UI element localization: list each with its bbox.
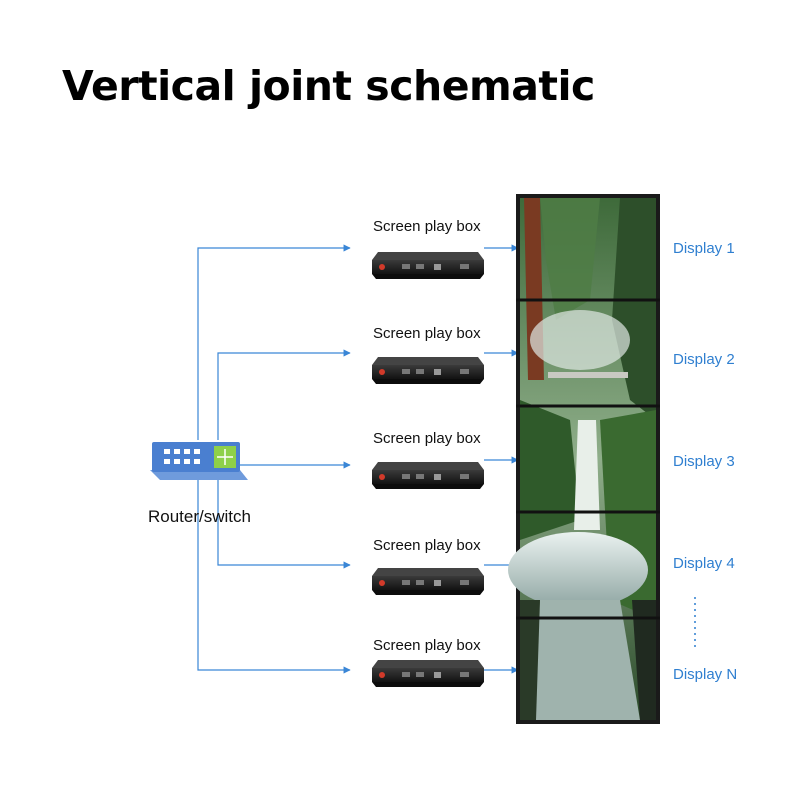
display-label-4: Display 4 (673, 555, 735, 572)
play-box-label-3: Screen play box (373, 430, 481, 447)
link-line-2 (217, 349, 351, 440)
play-box-label-2: Screen play box (373, 325, 481, 342)
play-box-label-5: Screen play box (373, 637, 481, 654)
play-box-device-5 (372, 660, 484, 687)
display-wall (508, 194, 660, 724)
display-label-2: Display 2 (673, 351, 735, 368)
display-label-3: Display 3 (673, 453, 735, 470)
play-box-device-2 (372, 357, 484, 384)
play-box-device-3 (372, 462, 484, 489)
link-line-4 (217, 478, 351, 569)
router-connection-lines (197, 244, 351, 674)
display-label-1: Display 1 (673, 240, 735, 257)
display-connection-lines (484, 244, 519, 674)
ellipsis-dots (694, 597, 696, 647)
page-title: Vertical joint schematic (62, 62, 595, 110)
play-box-device-4 (372, 568, 484, 595)
play-box-devices (372, 252, 484, 687)
link-line-1 (197, 244, 351, 440)
router-switch-icon (150, 442, 248, 480)
play-box-device-1 (372, 252, 484, 279)
router-switch-label: Router/switch (148, 507, 251, 526)
display-label-n: Display N (673, 666, 738, 683)
play-box-label-4: Screen play box (373, 537, 481, 554)
play-box-label-1: Screen play box (373, 218, 481, 235)
link-line-5 (197, 478, 351, 674)
